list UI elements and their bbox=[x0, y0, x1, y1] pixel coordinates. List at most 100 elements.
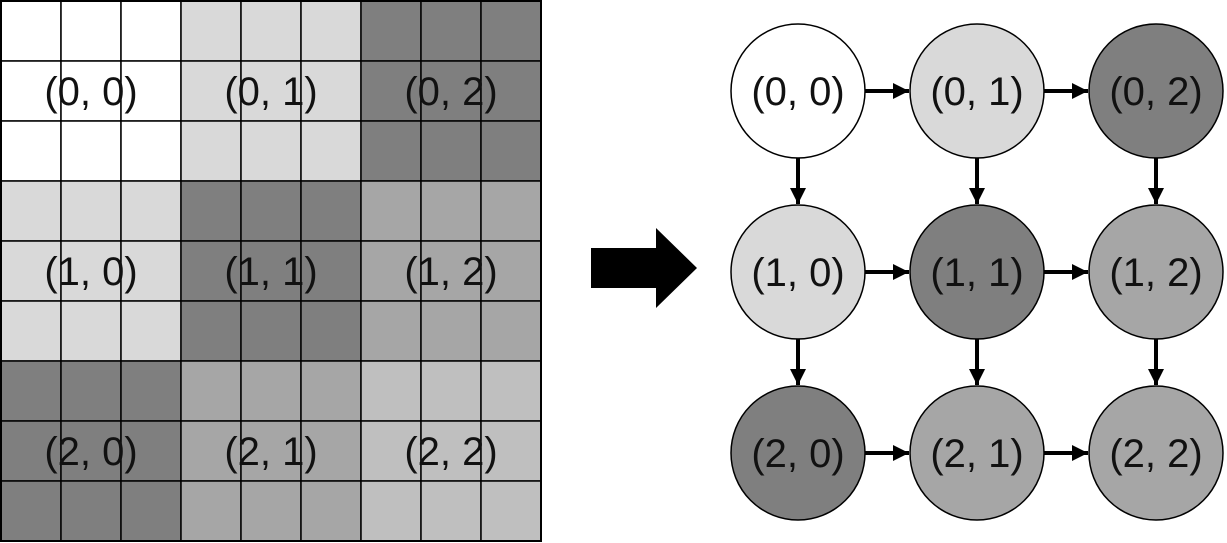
grid-cell bbox=[240, 420, 302, 482]
grid-block-label: (0, 1) bbox=[224, 70, 317, 114]
grid-cell bbox=[360, 240, 422, 302]
grid-cell bbox=[0, 120, 62, 182]
grid-cell bbox=[120, 360, 182, 422]
grid-cell bbox=[480, 300, 542, 362]
grid-cell bbox=[480, 420, 542, 482]
grid-cell bbox=[480, 0, 542, 62]
grid-block: (2, 2) bbox=[360, 360, 542, 542]
grid-cell bbox=[420, 180, 482, 242]
graph-node: (2, 1) bbox=[909, 385, 1045, 521]
grid-cell bbox=[0, 360, 62, 422]
grid-cell bbox=[180, 0, 242, 62]
graph-node-circle bbox=[730, 204, 866, 340]
grid-cell bbox=[300, 60, 362, 122]
graph-node-label: (0, 2) bbox=[1109, 70, 1202, 114]
grid-block-label: (0, 0) bbox=[44, 70, 137, 114]
graph-node-circle bbox=[909, 23, 1045, 159]
grid-block: (0, 0) bbox=[0, 0, 182, 182]
graph-node: (1, 2) bbox=[1088, 204, 1224, 340]
grid-cell bbox=[120, 120, 182, 182]
graph-node-label: (1, 1) bbox=[930, 251, 1023, 295]
graph-node-circle bbox=[1088, 204, 1224, 340]
graph-node: (0, 0) bbox=[730, 23, 866, 159]
graph-node: (2, 2) bbox=[1088, 385, 1224, 521]
grid-cell bbox=[120, 0, 182, 62]
grid-block-label: (1, 1) bbox=[224, 250, 317, 294]
graph-node-label: (1, 2) bbox=[1109, 251, 1202, 295]
grid-cell bbox=[60, 180, 122, 242]
graph-node-circle bbox=[1088, 385, 1224, 521]
grid-cell bbox=[180, 360, 242, 422]
grid-cell bbox=[0, 0, 62, 62]
graph-edges bbox=[790, 83, 1164, 461]
grid-cell bbox=[120, 180, 182, 242]
graph-node-label: (2, 2) bbox=[1109, 432, 1202, 476]
grid-cell bbox=[0, 300, 62, 362]
graph-node-circle bbox=[909, 204, 1045, 340]
grid-cell bbox=[0, 180, 62, 242]
graph-node: (2, 0) bbox=[730, 385, 866, 521]
grid-cell bbox=[300, 180, 362, 242]
grid-cell bbox=[60, 360, 122, 422]
grid-block: (2, 1) bbox=[180, 360, 362, 542]
grid-block: (0, 1) bbox=[180, 0, 362, 182]
grid-cell bbox=[120, 480, 182, 542]
grid-border bbox=[0, 0, 542, 542]
grid-cell bbox=[360, 120, 422, 182]
grid-block-label: (1, 0) bbox=[44, 250, 137, 294]
grid-cell bbox=[420, 360, 482, 422]
graph-node-label: (1, 0) bbox=[751, 251, 844, 295]
grid-cell bbox=[240, 0, 302, 62]
grid-cell bbox=[420, 60, 482, 122]
graph-node-circle bbox=[730, 385, 866, 521]
grid-cell bbox=[360, 0, 422, 62]
grid-cell bbox=[480, 360, 542, 422]
grid-cell bbox=[300, 0, 362, 62]
grid-cell bbox=[300, 300, 362, 362]
grid-cell bbox=[180, 420, 242, 482]
grid-cell bbox=[360, 300, 422, 362]
grid-block: (0, 2) bbox=[360, 0, 542, 182]
grid-cell bbox=[60, 60, 122, 122]
grid-cell bbox=[180, 480, 242, 542]
transform-arrow-shape bbox=[591, 228, 697, 308]
graph-node-label: (2, 1) bbox=[930, 432, 1023, 476]
grid-cell bbox=[0, 480, 62, 542]
graph-node-label: (0, 0) bbox=[751, 70, 844, 114]
grid-block: (1, 1) bbox=[180, 180, 362, 362]
graph-node: (1, 0) bbox=[730, 204, 866, 340]
grid-cell bbox=[60, 300, 122, 362]
graph-node: (0, 1) bbox=[909, 23, 1045, 159]
graph-node-circle bbox=[909, 385, 1045, 521]
grid-block-label: (2, 1) bbox=[224, 430, 317, 474]
grid-cell bbox=[240, 300, 302, 362]
grid-cell bbox=[180, 120, 242, 182]
grid-cell bbox=[360, 180, 422, 242]
graph-node-circle bbox=[1088, 23, 1224, 159]
grid-cell bbox=[480, 240, 542, 302]
grid-cell bbox=[240, 360, 302, 422]
grid-cell bbox=[480, 480, 542, 542]
grid-cell bbox=[180, 180, 242, 242]
graph-node: (1, 1) bbox=[909, 204, 1045, 340]
grid-block-label: (2, 2) bbox=[404, 430, 497, 474]
grid-cell bbox=[480, 120, 542, 182]
graph-node-circle bbox=[730, 23, 866, 159]
grid-cell bbox=[0, 420, 62, 482]
grid-cell bbox=[420, 0, 482, 62]
graph-node: (0, 2) bbox=[1088, 23, 1224, 159]
graph-nodes: (0, 0) (0, 1) (0, 2) (1, 0) (1, 1) (1, 2) (2, … bbox=[730, 23, 1224, 521]
block-grid: (0, 0) (0, 1) (0, 2) (1, 0) (1, 1) (1, 2) (2, … bbox=[0, 0, 542, 542]
grid-cell bbox=[60, 120, 122, 182]
grid-cell bbox=[120, 420, 182, 482]
grid-cell bbox=[420, 240, 482, 302]
grid-cell bbox=[420, 300, 482, 362]
grid-cell bbox=[300, 480, 362, 542]
grid-block-label: (2, 0) bbox=[44, 430, 137, 474]
grid-cell bbox=[60, 0, 122, 62]
grid-cell bbox=[480, 180, 542, 242]
grid-cell bbox=[300, 360, 362, 422]
grid-block: (1, 2) bbox=[360, 180, 542, 362]
grid-cell bbox=[420, 120, 482, 182]
grid-cell bbox=[180, 300, 242, 362]
